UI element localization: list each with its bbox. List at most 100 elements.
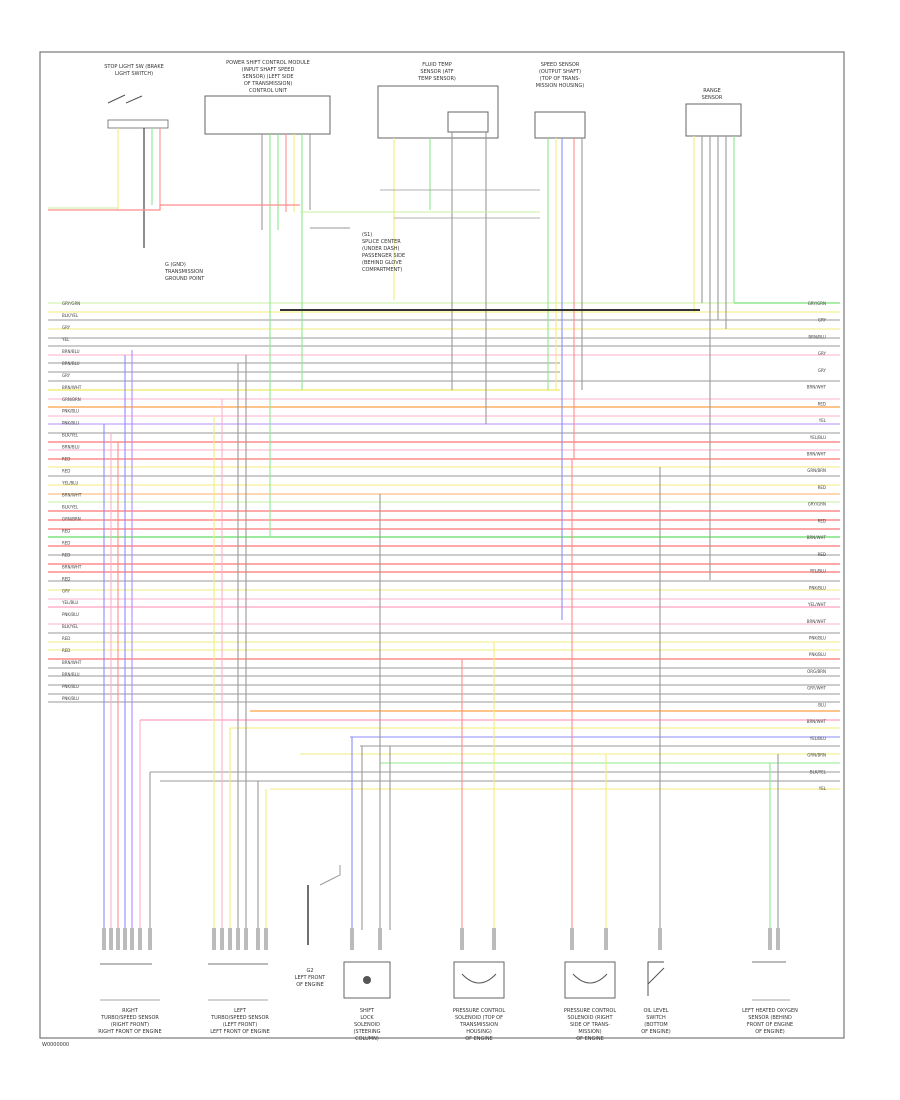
pcs-b-label-0: PRESSURE CONTROL (564, 1008, 617, 1014)
left-wire-label-30: BRN/WHT (62, 660, 82, 665)
connector-pin (378, 928, 382, 950)
left-wire-label-19: RED (62, 528, 70, 533)
splice-note-0: (S1) (362, 232, 372, 238)
lf-sensor-label-1: TURBO/SPEED SENSOR (210, 1015, 269, 1021)
bottom-component-labels: RIGHT TURBO/SPEED SENSOR (RIGHT FRONT) R… (98, 968, 798, 1042)
speed-sensor-box (534, 111, 586, 139)
connector-pin (236, 928, 240, 950)
connector-pin (138, 928, 142, 950)
pcs-a-label-4: OF ENGINE (465, 1036, 493, 1042)
right-wire-label-16: YEL/BLU (809, 569, 826, 574)
right-wire-label-26: YEL/BLU (809, 736, 826, 741)
lf-sensor-label-3: LEFT FRONT OF ENGINE (210, 1029, 270, 1035)
right-wire-label-23: GRY/WHT (807, 686, 826, 691)
left-wire-label-26: PNK/BLU (62, 612, 79, 617)
brake-switch-label-1: LIGHT SWITCH) (115, 71, 153, 77)
pcs-b-coil (572, 973, 608, 984)
right-wire-labels: GRY/GRNGRYBRN/BLUGRYGRYBRN/WHTREDYELYEL/… (807, 301, 827, 791)
left-wire-label-20: RED (62, 540, 70, 545)
wire-107 (48, 204, 300, 211)
left-wire-label-27: BLK/YEL (62, 624, 79, 629)
connector-pin (460, 928, 464, 950)
connector-pin (776, 928, 780, 950)
connector-pin (256, 928, 260, 950)
connector-pin (570, 928, 574, 950)
brake-switch-contact-b (125, 95, 143, 104)
pcm-label-0: POWER SHIFT CONTROL MODULE (226, 60, 310, 66)
oil-switch-label-2: (BOTTOM (644, 1022, 668, 1028)
left-wire-label-21: RED (62, 552, 70, 557)
fluid-temp-inner-box (447, 111, 489, 133)
left-wire-label-11: BLK/YEL (62, 433, 79, 438)
left-wire-label-4: BRN/BLU (62, 349, 80, 354)
pcm-label-2: SENSOR) (LEFT SIDE (242, 74, 293, 80)
left-wire-label-25: YEL/BLU (61, 600, 78, 605)
connector-pin (228, 928, 232, 950)
connector-pin (148, 928, 152, 950)
speed-sensor-label-1: (OUTPUT SHAFT) (539, 69, 581, 75)
right-wire-label-1: GRY (818, 318, 827, 323)
fluid-temp-label-0: FLUID TEMP (422, 62, 452, 68)
right-wire-label-20: PNK/BLU (809, 635, 826, 640)
left-wire-label-32: PNK/BLU (62, 684, 79, 689)
left-wire-label-22: BRN/WHT (62, 564, 82, 569)
wire-115 (319, 865, 341, 886)
pcs-a-label-1: SOLENOID (TOP OF (455, 1015, 503, 1021)
left-wire-label-6: GRY (62, 373, 71, 378)
speed-sensor-label-0: SPEED SENSOR (541, 62, 580, 68)
connector-pin (768, 928, 772, 950)
right-wire-label-27: GRN/BRN (807, 753, 826, 758)
left-wire-label-16: BRN/WHT (62, 493, 82, 498)
pcs-b-label-3: MISSION) (578, 1029, 601, 1035)
shift-solenoid-coil (363, 976, 371, 984)
connector-pin (220, 928, 224, 950)
connector-pin (350, 928, 354, 950)
shift-solenoid-label-2: SOLENOID (354, 1022, 380, 1028)
connector-pin (264, 928, 268, 950)
wire-harness (48, 128, 840, 950)
pcs-a-coil (461, 973, 497, 984)
left-wire-label-28: RED (62, 636, 70, 641)
right-wire-label-28: BLK/YEL (810, 769, 827, 774)
right-wire-label-11: RED (818, 485, 826, 490)
range-sensor-box (685, 103, 742, 137)
right-wire-label-21: PNK/BLU (809, 652, 826, 657)
oil-switch-label-0: OIL LEVEL (643, 1008, 668, 1014)
right-wire-label-18: YEL/WHT (807, 602, 827, 607)
lf-sensor-label-0: LEFT (234, 1008, 247, 1014)
oxygen-sensor-label-0: LEFT HEATED OXYGEN (742, 1008, 798, 1014)
connector-pin (116, 928, 120, 950)
right-wire-label-22: ORG/BRN (807, 669, 826, 674)
left-wire-label-29: RED (62, 648, 70, 653)
connector-pin (658, 928, 662, 950)
shift-solenoid-label-1: LOCK (360, 1015, 374, 1021)
oil-switch-label-1: SWITCH (646, 1015, 666, 1021)
brake-switch-contact (107, 94, 126, 104)
left-wire-label-33: PNK/BLU (62, 696, 79, 701)
right-wire-label-8: YEL/BLU (809, 435, 826, 440)
right-wire-label-5: BRN/WHT (807, 385, 827, 390)
g2-label-2: OF ENGINE (296, 982, 324, 988)
connector-pin (212, 928, 216, 950)
right-wire-label-24: BLU (818, 702, 826, 707)
left-wire-label-9: PNK/BLU (62, 409, 79, 414)
connector-pin (492, 928, 496, 950)
pcs-a-box (453, 961, 505, 999)
top-component-labels: STOP LIGHT SW (BRAKE LIGHT SWITCH) POWER… (104, 60, 723, 282)
footer-code: W0000000 (42, 1042, 69, 1048)
pcm-box (204, 95, 331, 135)
right-wire-label-9: BRN/WHT (807, 452, 827, 457)
rf-sensor-label-3: RIGHT FRONT OF ENGINE (98, 1029, 161, 1035)
fluid-temp-label-1: SENSOR (ATF (420, 69, 453, 75)
right-wire-label-13: RED (818, 518, 826, 523)
shift-solenoid-label-0: SHIFT (360, 1008, 375, 1014)
connector-pin (604, 928, 608, 950)
bottom-components (100, 961, 790, 1001)
speed-sensor-label-2: (TOP OF TRANS- (540, 76, 581, 82)
pcs-a-label-2: TRANSMISSION (459, 1022, 498, 1028)
ground-note-0: G (GND) (165, 262, 186, 268)
connector-pin (102, 928, 106, 950)
left-wire-label-5: BRN/BLU (62, 361, 80, 366)
shift-solenoid-label-4: COLUMN) (355, 1036, 379, 1042)
fluid-temp-label-2: TEMP SENSOR) (417, 76, 456, 82)
